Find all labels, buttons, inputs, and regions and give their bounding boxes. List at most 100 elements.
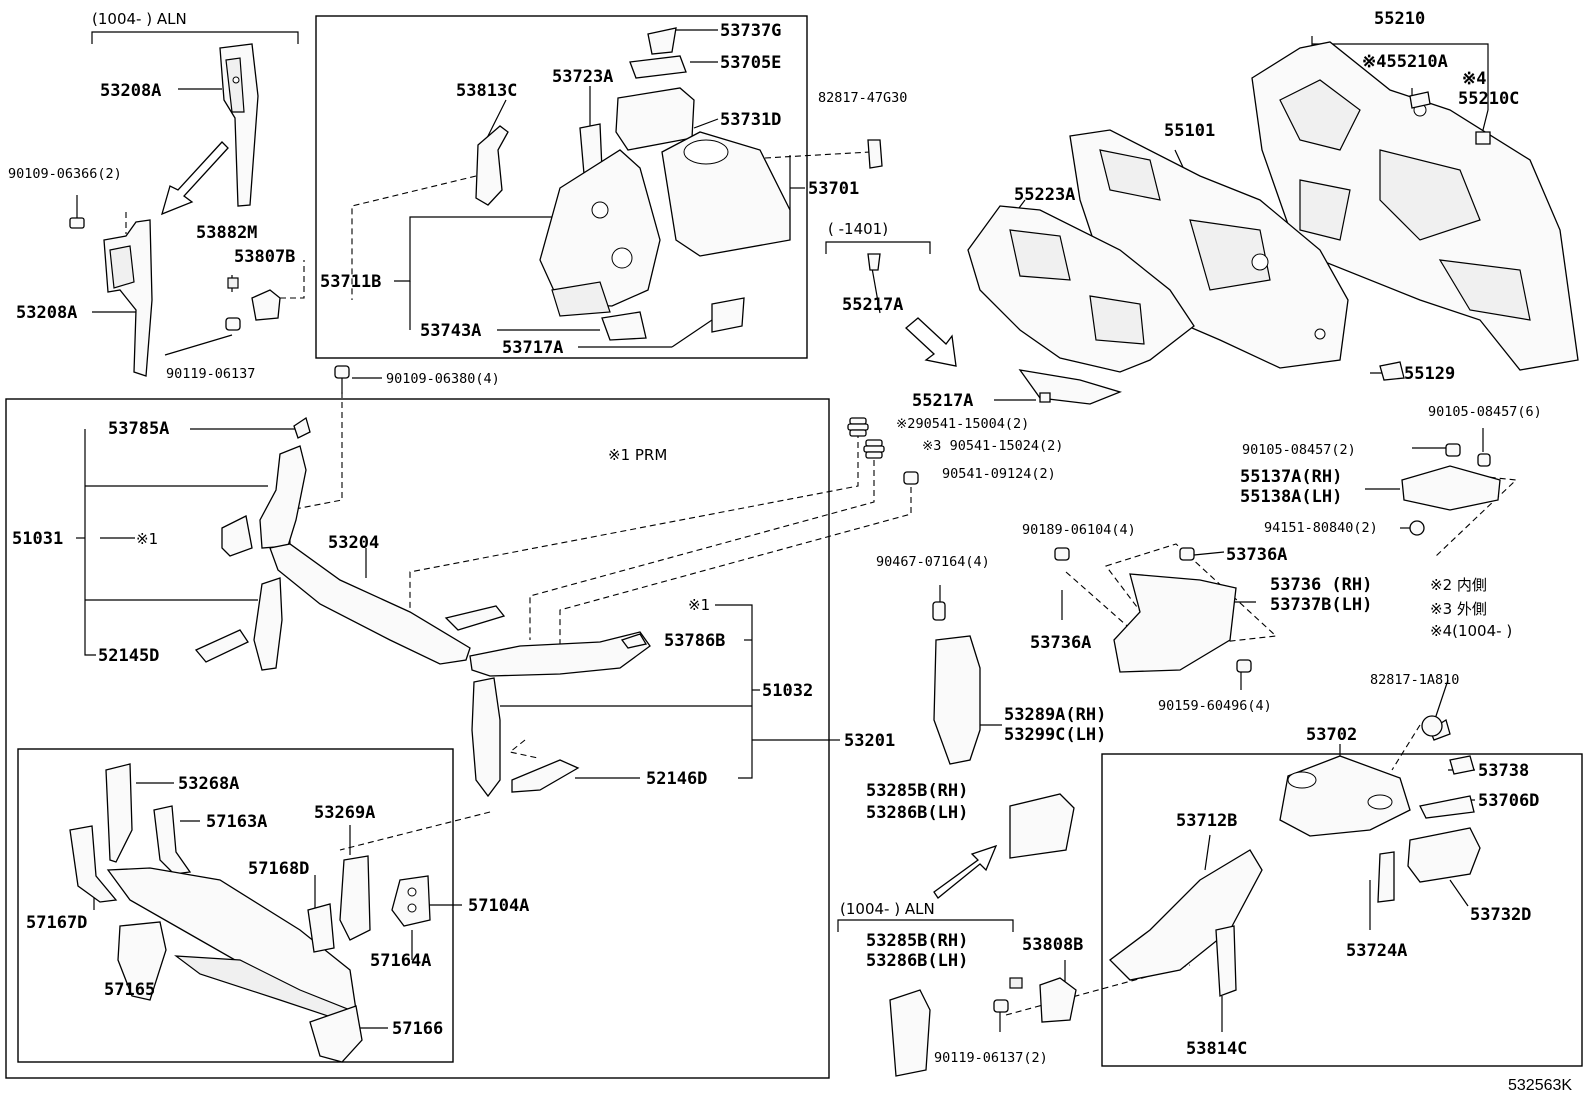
grommet-55210A-shape: [1409, 91, 1431, 109]
legend-inner: ※2 内側: [1430, 576, 1487, 594]
dash-panel-insulators: [967, 41, 1579, 405]
label-53208A-top: 53208A: [100, 81, 161, 101]
aln-bottom-bracket: [837, 919, 1014, 932]
label-53731D: 53731D: [720, 110, 781, 130]
label-53285B-b: 53285B(RH): [866, 931, 968, 951]
label-55223A: 55223A: [1014, 185, 1075, 205]
radiator-support-parts: [194, 416, 651, 798]
clip-53807B-shape: [251, 289, 281, 321]
range-1401-note: ( -1401): [828, 220, 888, 238]
label-51031: 51031: [12, 529, 63, 549]
label-90119-06137-2: 90119-06137(2): [934, 1050, 1048, 1066]
right-apron-parts: [1109, 718, 1481, 997]
label-90541-15024: ※3 90541-15024(2): [922, 438, 1063, 454]
label-53268A: 53268A: [178, 774, 239, 794]
label-90105-08457-6: 90105-08457(6): [1428, 404, 1542, 420]
leader-lines: [76, 29, 1489, 1032]
label-90119-06137: 90119-06137: [166, 366, 255, 382]
label-53269A: 53269A: [314, 803, 375, 823]
label-55210C: 55210C: [1458, 89, 1519, 109]
label-53736A-b: 53736A: [1030, 633, 1091, 653]
label-53201: 53201: [844, 731, 895, 751]
radiator-support-box: [5, 398, 830, 1079]
label-53807B: 53807B: [234, 247, 295, 267]
label-53737B: 53737B(LH): [1270, 595, 1372, 615]
label-53808B: 53808B: [1022, 935, 1083, 955]
label-53705E: 53705E: [720, 53, 781, 73]
bolt-icon: [69, 217, 1491, 1013]
upper-apron-box: [315, 15, 808, 359]
label-57166: 57166: [392, 1019, 443, 1039]
label-53813C: 53813C: [456, 81, 517, 101]
label-55210: 55210: [1374, 9, 1425, 29]
label-57168D: 57168D: [248, 859, 309, 879]
label-53717A: 53717A: [502, 338, 563, 358]
label-82817-1A810: 82817-1A810: [1370, 672, 1459, 688]
label-82817-47G30: 82817-47G30: [818, 90, 907, 106]
label-57163A: 57163A: [206, 812, 267, 832]
label-55217A-a: 55217A: [842, 295, 903, 315]
right-apron-box: [1101, 753, 1583, 1067]
label-53723A: 53723A: [552, 67, 613, 87]
label-53743A: 53743A: [420, 321, 481, 341]
label-55217A-b: 55217A: [912, 391, 973, 411]
bracket-53208A-bottom-shape: [103, 219, 153, 377]
marker-1b: ※1: [688, 596, 710, 614]
direction-arrow-icon: [905, 317, 957, 367]
label-57104A: 57104A: [468, 896, 529, 916]
apron-upper-parts: [475, 27, 883, 341]
label-53737G: 53737G: [720, 21, 781, 41]
middle-right-parts: [889, 465, 1501, 1077]
label-55210A: ※455210A: [1362, 52, 1448, 72]
label-90105-08457-2: 90105-08457(2): [1242, 442, 1356, 458]
label-53882M: 53882M: [196, 223, 257, 243]
label-90109-06380: 90109-06380(4): [386, 371, 500, 387]
direction-arrow-icon: [933, 844, 998, 899]
label-55210C-marker: ※4: [1462, 69, 1486, 89]
label-94151-80840: 94151-80840(2): [1264, 520, 1378, 536]
label-53724A: 53724A: [1346, 941, 1407, 961]
label-53732D: 53732D: [1470, 905, 1531, 925]
label-90189-06104: 90189-06104(4): [1022, 522, 1136, 538]
label-53786B: 53786B: [664, 631, 725, 651]
label-53711B: 53711B: [320, 272, 381, 292]
grommet-82817-1A810-icon: [1421, 715, 1443, 737]
aln-note-top: (1004- ) ALN: [92, 10, 187, 28]
direction-arrow-icon: [161, 141, 229, 216]
label-57164A: 57164A: [370, 951, 431, 971]
label-53785A: 53785A: [108, 419, 169, 439]
label-55137A: 55137A(RH): [1240, 467, 1342, 487]
label-51032: 51032: [762, 681, 813, 701]
label-53285B-a: 53285B(RH): [866, 781, 968, 801]
label-57165: 57165: [104, 980, 155, 1000]
lower-support-parts: [69, 763, 431, 1063]
diagram-ref-id: 532563K: [1508, 1077, 1572, 1094]
label-53299C: 53299C(LH): [1004, 725, 1106, 745]
label-53289A: 53289A(RH): [1004, 705, 1106, 725]
label-53701: 53701: [808, 179, 859, 199]
label-53738: 53738: [1478, 761, 1529, 781]
label-53204: 53204: [328, 533, 379, 553]
cushion-icon: [847, 417, 919, 485]
label-55101: 55101: [1164, 121, 1215, 141]
label-57167D: 57167D: [26, 913, 87, 933]
label-90109-06366: 90109-06366(2): [8, 166, 122, 182]
marker-1a: ※1: [136, 530, 158, 548]
clip-55217A-shape: [867, 253, 881, 271]
label-52146D: 52146D: [646, 769, 707, 789]
bracket-53208A-top-shape: [219, 43, 259, 207]
grommet-55210C-shape: [1475, 131, 1491, 145]
label-90541-15004: ※290541-15004(2): [896, 416, 1029, 432]
label-53286B-b: 53286B(LH): [866, 951, 968, 971]
label-53286B-a: 53286B(LH): [866, 803, 968, 823]
label-53736: 53736 (RH): [1270, 575, 1372, 595]
aln-note-bottom: (1004- ) ALN: [840, 900, 935, 918]
label-53736A-a: 53736A: [1226, 545, 1287, 565]
prm-note: ※1 PRM: [608, 446, 667, 464]
label-90541-09124: 90541-09124(2): [942, 466, 1056, 482]
label-90467-07164: 90467-07164(4): [876, 554, 990, 570]
range-1401-bracket: [825, 241, 931, 254]
label-53702: 53702: [1306, 725, 1357, 745]
part-labels: (1004- ) ALN 53208A 90109-06366(2) 53882…: [8, 9, 1572, 1094]
